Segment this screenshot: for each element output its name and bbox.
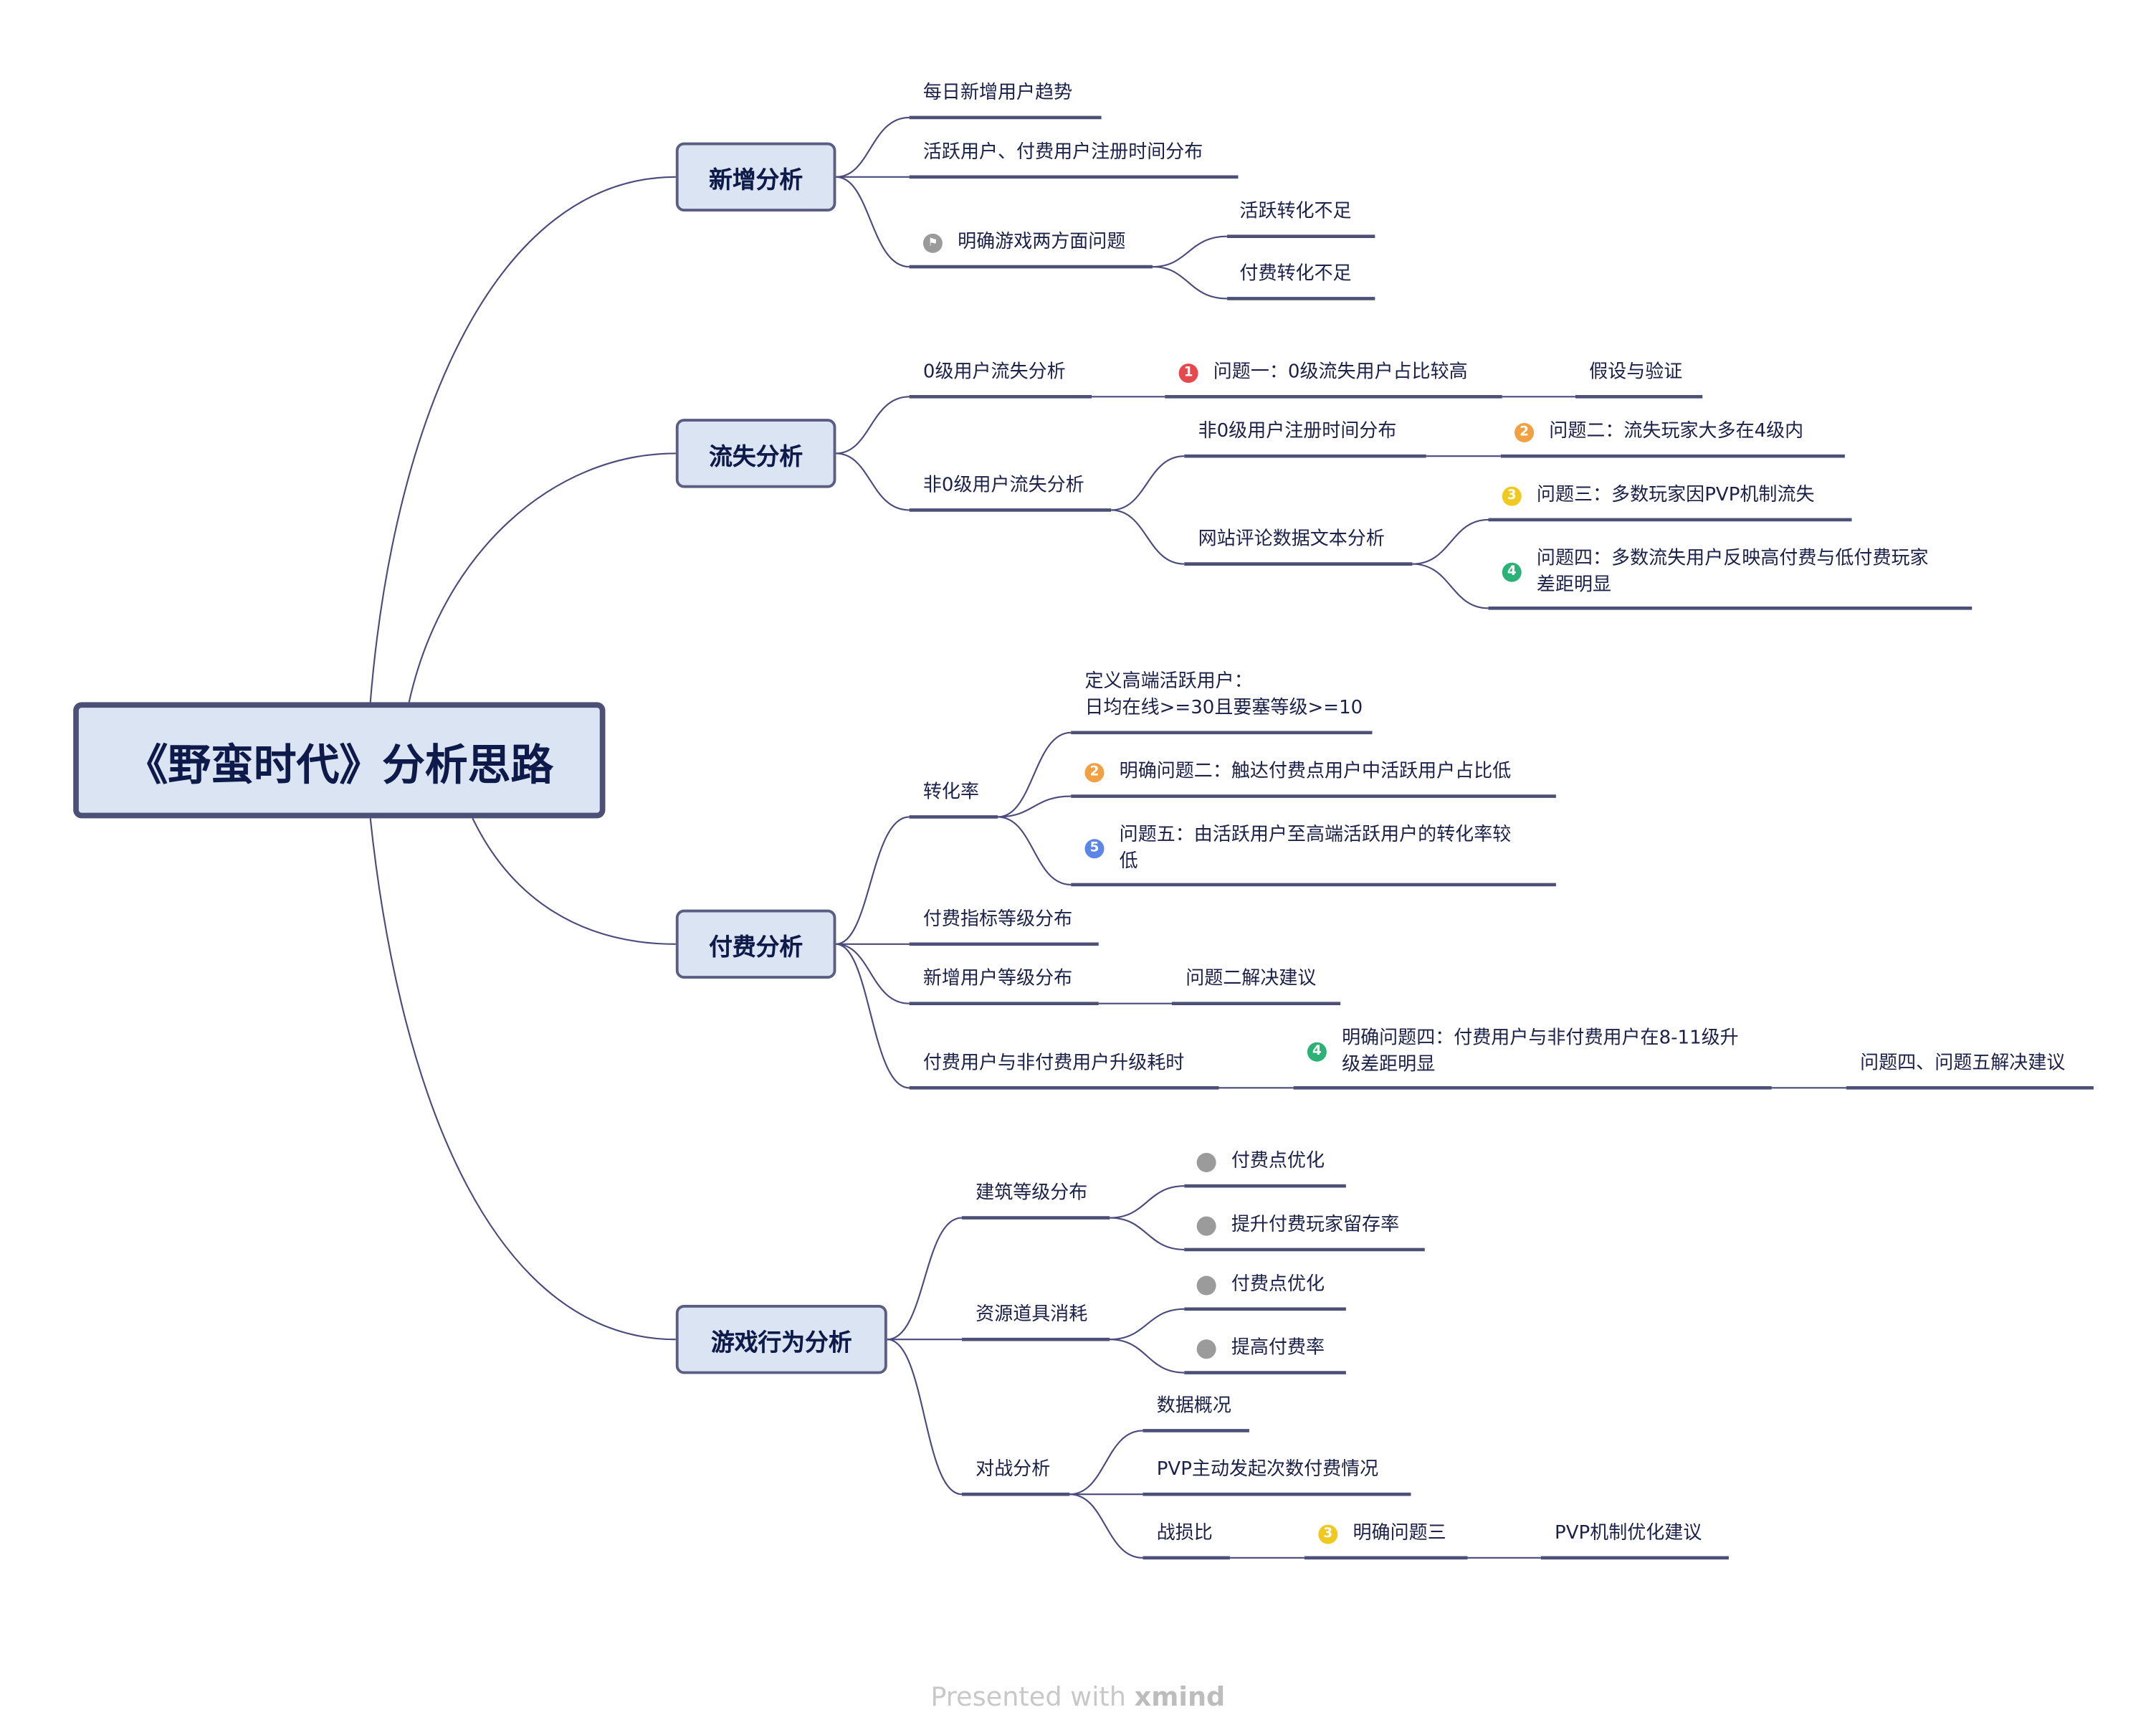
issue-4-line-1: 问题四：多数流失用户反映高付费与低付费玩家 xyxy=(1536,547,1929,570)
subtopic-battle-analysis[interactable]: 对战分析 xyxy=(976,1458,1051,1481)
subtopic-non-level0-churn[interactable]: 非0级用户流失分析 xyxy=(922,474,1084,497)
gray-circle-icon xyxy=(1196,1339,1216,1359)
priority-4-icon: 4 xyxy=(1307,1042,1327,1062)
issue-4-line-2: 差距明显 xyxy=(1536,574,1612,596)
priority-1-icon: 1 xyxy=(1178,363,1198,384)
footer-watermark: Presented with xmind xyxy=(0,1682,2156,1712)
subtopic-level0-churn[interactable]: 0级用户流失分析 xyxy=(922,361,1066,384)
subtopic-define-high-active[interactable]: 定义高端活跃用户： 日均在线>=30且要塞等级>=10 xyxy=(1084,669,1363,721)
subtopic-two-problems[interactable]: 明确游戏两方面问题 xyxy=(958,230,1126,253)
subtopic-conversion-rate[interactable]: 转化率 xyxy=(922,781,979,804)
subtopic-loss-ratio[interactable]: 战损比 xyxy=(1156,1521,1213,1544)
issue-5-line-1: 问题五：由活跃用户至高端活跃用户的转化率较 xyxy=(1119,824,1512,846)
topic-label: 新增分析 xyxy=(709,166,803,194)
subtopic-building-level[interactable]: 建筑等级分布 xyxy=(976,1182,1088,1204)
subtopic-pay-point-optimize[interactable]: 付费点优化 xyxy=(1231,1150,1325,1172)
subtopic-active-conversion[interactable]: 活跃转化不足 xyxy=(1239,200,1352,223)
subtopic-new-user-level[interactable]: 新增用户等级分布 xyxy=(922,967,1073,990)
define-line-2: 日均在线>=30且要塞等级>=10 xyxy=(1084,696,1363,719)
gray-circle-icon xyxy=(1196,1152,1216,1172)
clarify-4-line-1: 明确问题四：付费用户与非付费用户在8-11级升 xyxy=(1342,1027,1739,1050)
subtopic-clarify-issue-4[interactable]: 明确问题四：付费用户与非付费用户在8-11级升 级差距明显 xyxy=(1342,1026,1739,1078)
topic-liushi-analysis[interactable]: 流失分析 xyxy=(675,419,836,488)
topic-label: 游戏行为分析 xyxy=(710,1329,852,1357)
footer-prefix: Presented with xyxy=(930,1682,1126,1713)
gray-circle-icon xyxy=(1196,1275,1216,1296)
issue-5-line-2: 低 xyxy=(1119,850,1138,873)
central-topic[interactable]: 《野蛮时代》分析思路 xyxy=(73,702,606,819)
connector-central-fufei xyxy=(472,817,676,945)
connector-central-liushi xyxy=(408,452,676,703)
priority-3-icon: 3 xyxy=(1502,486,1522,506)
subtopic-paid-retention[interactable]: 提升付费玩家留存率 xyxy=(1231,1213,1400,1236)
xmind-logo: xmind xyxy=(1134,1682,1226,1713)
subtopic-daily-new-users[interactable]: 每日新增用户趋势 xyxy=(922,81,1073,104)
priority-2-icon: 2 xyxy=(1515,422,1535,442)
subtopic-register-time-distribution[interactable]: 活跃用户、付费用户注册时间分布 xyxy=(922,141,1203,163)
subtopic-issue-4[interactable]: 问题四：多数流失用户反映高付费与低付费玩家 差距明显 xyxy=(1537,546,1929,599)
subtopic-clarify-issue-2[interactable]: 明确问题二：触达付费点用户中活跃用户占比低 xyxy=(1119,760,1512,783)
topic-xinzeng-analysis[interactable]: 新增分析 xyxy=(675,142,836,212)
connector-central-youxi xyxy=(369,818,676,1341)
subtopic-issue-4-5-suggestion[interactable]: 问题四、问题五解决建议 xyxy=(1860,1052,2066,1075)
subtopic-pvp-initiate-pay[interactable]: PVP主动发起次数付费情况 xyxy=(1156,1458,1379,1481)
define-line-1: 定义高端活跃用户： xyxy=(1084,670,1253,693)
subtopic-clarify-issue-3[interactable]: 明确问题三 xyxy=(1353,1521,1446,1544)
topic-youxi-analysis[interactable]: 游戏行为分析 xyxy=(675,1305,887,1374)
subtopic-non-level0-register[interactable]: 非0级用户注册时间分布 xyxy=(1198,420,1397,442)
subtopic-hypothesis[interactable]: 假设与验证 xyxy=(1589,361,1683,384)
gray-circle-icon xyxy=(1196,1216,1216,1236)
priority-2-icon: 2 xyxy=(1084,763,1105,783)
subtopic-review-text-analysis[interactable]: 网站评论数据文本分析 xyxy=(1198,528,1385,551)
priority-3-icon: 3 xyxy=(1318,1524,1338,1544)
priority-5-icon: 5 xyxy=(1084,839,1105,859)
clarify-4-line-2: 级差距明显 xyxy=(1342,1053,1436,1075)
subtopic-issue-2[interactable]: 问题二：流失玩家大多在4级内 xyxy=(1549,420,1804,442)
priority-4-icon: 4 xyxy=(1502,562,1522,582)
subtopic-raise-pay-rate[interactable]: 提高付费率 xyxy=(1231,1336,1325,1359)
subtopic-resource-consumption[interactable]: 资源道具消耗 xyxy=(976,1303,1088,1326)
subtopic-issue-1[interactable]: 问题一：0级流失用户占比较高 xyxy=(1213,361,1468,384)
subtopic-issue-3[interactable]: 问题三：多数玩家因PVP机制流失 xyxy=(1536,483,1815,506)
subtopic-data-overview[interactable]: 数据概况 xyxy=(1156,1394,1231,1417)
connector-central-xinzeng xyxy=(369,176,676,703)
subtopic-issue-2-suggestion[interactable]: 问题二解决建议 xyxy=(1186,967,1317,990)
topic-label: 付费分析 xyxy=(709,933,803,961)
subtopic-paid-conversion[interactable]: 付费转化不足 xyxy=(1239,262,1352,285)
subtopic-pay-point-optimize-2[interactable]: 付费点优化 xyxy=(1231,1273,1325,1296)
topic-fufei-analysis[interactable]: 付费分析 xyxy=(675,909,836,979)
flag-icon: ⚑ xyxy=(922,233,943,253)
topic-label: 流失分析 xyxy=(709,442,803,471)
subtopic-issue-5[interactable]: 问题五：由活跃用户至高端活跃用户的转化率较 低 xyxy=(1120,822,1512,875)
subtopic-pay-metric-level[interactable]: 付费指标等级分布 xyxy=(922,908,1073,931)
central-topic-label: 《野蛮时代》分析思路 xyxy=(125,740,554,790)
subtopic-pvp-suggestion[interactable]: PVP机制优化建议 xyxy=(1555,1521,1702,1544)
subtopic-upgrade-time[interactable]: 付费用户与非付费用户升级耗时 xyxy=(922,1052,1185,1075)
